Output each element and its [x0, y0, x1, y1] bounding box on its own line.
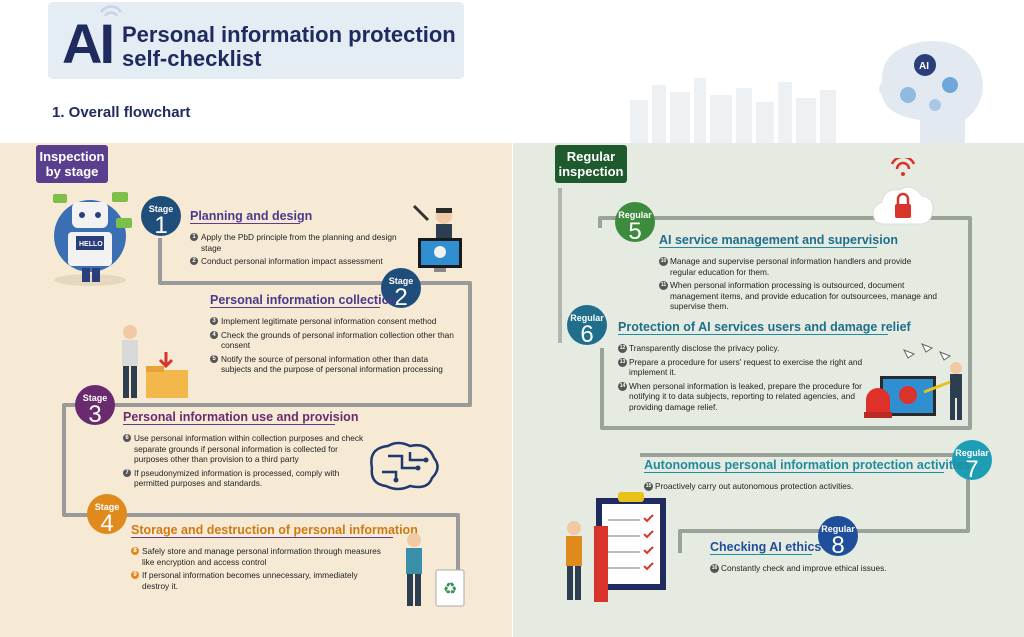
- robot-sign-text: HELLO: [79, 241, 103, 248]
- regular-inspection-tag: Regular inspection: [555, 145, 627, 183]
- regular-5-title: AI service management and supervision: [659, 233, 898, 248]
- page-title-line1: Personal information protection: [122, 22, 456, 47]
- stage-inspection-tag: Inspection by stage: [36, 145, 108, 183]
- city-skyline-illustration: AI: [630, 41, 983, 143]
- stage-3-title: Personal information use and provision: [123, 410, 359, 425]
- brain-circuit-icon: [370, 441, 439, 491]
- regular-8-title: Checking AI ethics: [710, 540, 822, 555]
- section-heading: 1. Overall flowchart: [52, 104, 191, 121]
- stage-4-title: Storage and destruction of personal info…: [131, 523, 418, 538]
- security-alarm-illustration: [864, 343, 962, 420]
- recycle-person-illustration: ♻: [406, 533, 465, 607]
- regular-7-title: Autonomous personal information protecti…: [644, 458, 971, 473]
- regular-6-title: Protection of AI services users and dama…: [618, 320, 911, 335]
- developer-computer-illustration: [412, 204, 462, 272]
- flow-path: [62, 188, 972, 583]
- svg-text:♻: ♻: [443, 581, 457, 598]
- page-title-line2: self-checklist: [122, 46, 262, 71]
- cloud-lock-icon: [872, 158, 934, 225]
- ai-logo: AI: [62, 12, 115, 75]
- stage-1-title: Planning and design: [190, 209, 313, 224]
- stage-2-title: Personal information collection: [210, 293, 397, 308]
- svg-text:AI: AI: [919, 61, 929, 72]
- ai-head-icon: AI: [879, 41, 983, 143]
- folder-person-illustration: [122, 325, 188, 398]
- checklist-clipboard-illustration: [566, 492, 666, 602]
- wifi-icon: [99, 5, 123, 17]
- robot-illustration: HELLO: [53, 192, 132, 286]
